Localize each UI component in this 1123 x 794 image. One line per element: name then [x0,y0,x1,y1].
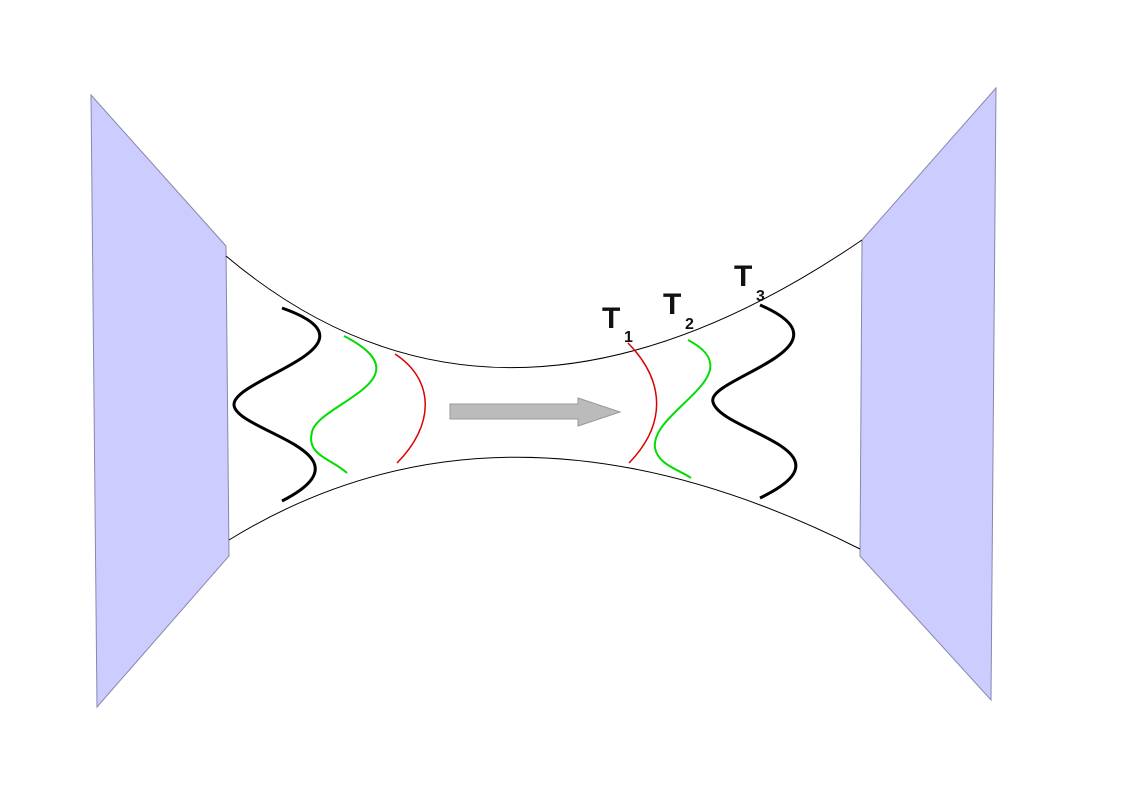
wave-red-left [394,353,426,464]
label-t2: T [663,288,681,321]
label-t3-subscript: 3 [756,288,765,305]
right-brane-plate [859,86,997,702]
left-brane-plate [90,93,230,709]
tube-upper-boundary [225,239,863,368]
wave-black-left [232,306,322,503]
label-t1-subscript: 1 [624,329,633,346]
label-t2-subscript: 2 [685,316,694,333]
wave-black-right [711,303,798,500]
label-t1: T [602,302,620,335]
wave-red-right [627,342,658,464]
transport-arrow [449,397,622,427]
tube-lower-boundary [228,456,861,550]
label-t3: T [734,260,752,293]
wave-green-right [653,339,712,479]
wave-green-left [310,335,378,474]
